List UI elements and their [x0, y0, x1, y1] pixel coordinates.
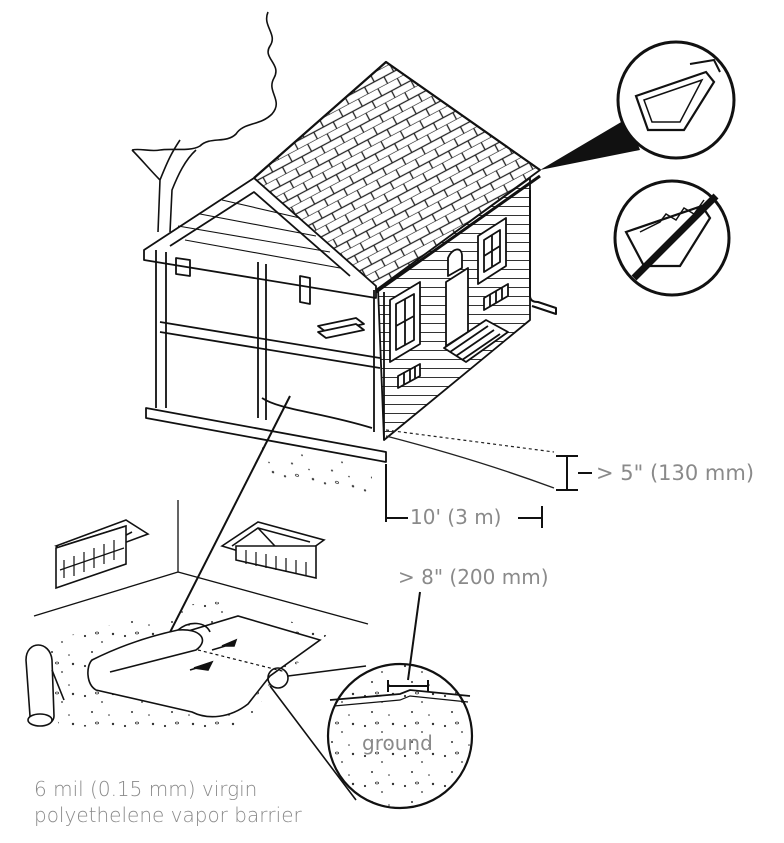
distance-dimension — [385, 464, 543, 528]
house — [143, 60, 557, 496]
downspout — [529, 190, 557, 315]
distance-label: 10' (3 m) — [410, 505, 501, 529]
gutter — [375, 174, 541, 294]
windows — [389, 217, 507, 363]
ground-label: ground — [362, 731, 433, 755]
crawlspace-vent-right — [220, 521, 326, 579]
clearance-dimension — [556, 455, 592, 491]
clogged-gutter-prohibited-icon — [613, 179, 731, 297]
vapor-barrier-roll — [25, 644, 65, 727]
foundation-vents — [397, 283, 509, 389]
overlap-label: > 8" (200 mm) — [398, 565, 549, 589]
entry — [443, 267, 509, 363]
crawlspace — [20, 500, 474, 810]
tree — [131, 11, 278, 233]
caption-line-2: polyethelene vapor barrier — [34, 803, 302, 827]
clearance-label: > 5" (130 mm) — [596, 461, 754, 485]
overlap-detail-magnifier — [326, 591, 474, 810]
gutter-callouts — [540, 40, 736, 297]
crawlspace-vent-left — [54, 519, 150, 590]
grade-lines — [385, 429, 555, 489]
cutaway — [155, 250, 385, 440]
foundation — [145, 407, 387, 463]
caption-line-1: 6 mil (0.15 mm) virgin — [34, 777, 258, 801]
clean-gutter-icon — [616, 40, 736, 160]
vapor-barrier-caption: 6 mil (0.15 mm) virgin polyethelene vapo… — [34, 776, 302, 828]
